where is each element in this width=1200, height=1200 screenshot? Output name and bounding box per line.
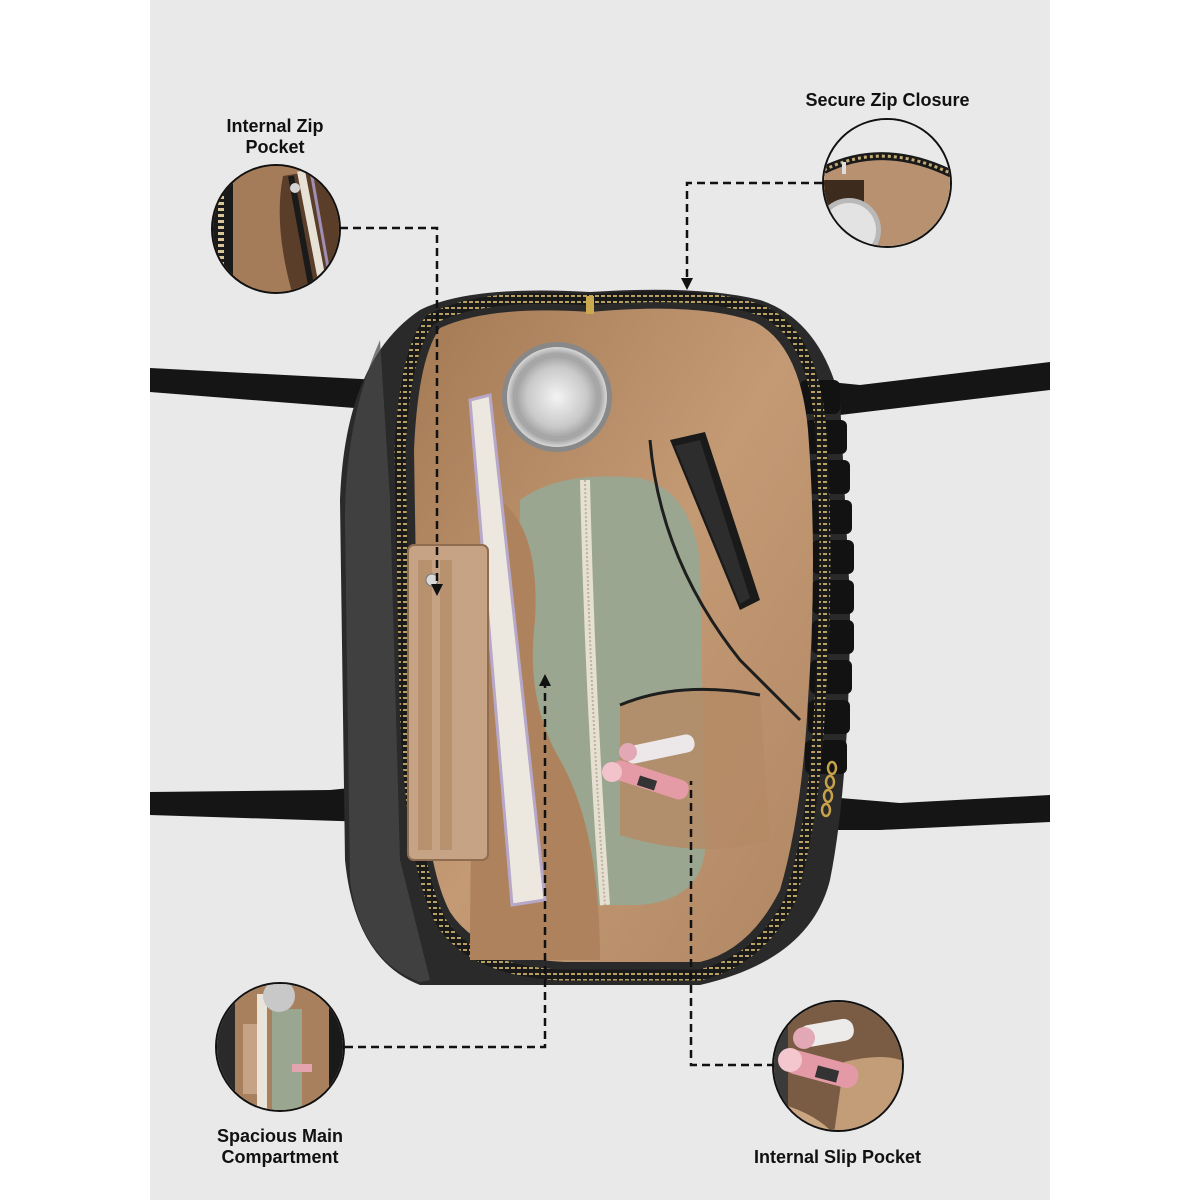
callout-connectors [340,181,822,1067]
connector-arrowheads [431,278,693,686]
water-bottle [502,342,612,452]
callout-label-spacious-main-compartment: Spacious Main Compartment [190,1126,370,1168]
callout-label-internal-slip-pocket: Internal Slip Pocket [730,1147,945,1168]
label-line-1: Internal Slip Pocket [753,1147,922,1167]
label-line-2: Compartment [221,1147,339,1167]
label-line-2: Pocket [245,137,305,157]
lipsticks [602,734,695,800]
slip-pocket-closeup-icon [772,1000,904,1132]
right-handles [800,362,1050,830]
phone [670,432,760,610]
zip-pocket-closeup-icon [211,164,341,294]
arrow-up-icon [539,674,551,686]
label-line-1: Spacious Main [216,1126,344,1146]
gold-chain [820,760,838,818]
zip-closure-closeup-icon [822,118,952,248]
book [468,393,547,907]
zipper-pull [586,296,594,314]
label-line-1: Secure Zip Closure [805,90,970,110]
wallet [407,544,489,861]
callout-label-internal-zip-pocket: Internal Zip Pocket [190,116,360,158]
label-line-1: Internal Zip [226,116,324,136]
main-compartment-closeup-icon [215,982,345,1112]
arrow-down-icon [431,584,443,596]
callout-label-secure-zip-closure: Secure Zip Closure [780,90,995,111]
arrow-down-icon [681,278,693,290]
